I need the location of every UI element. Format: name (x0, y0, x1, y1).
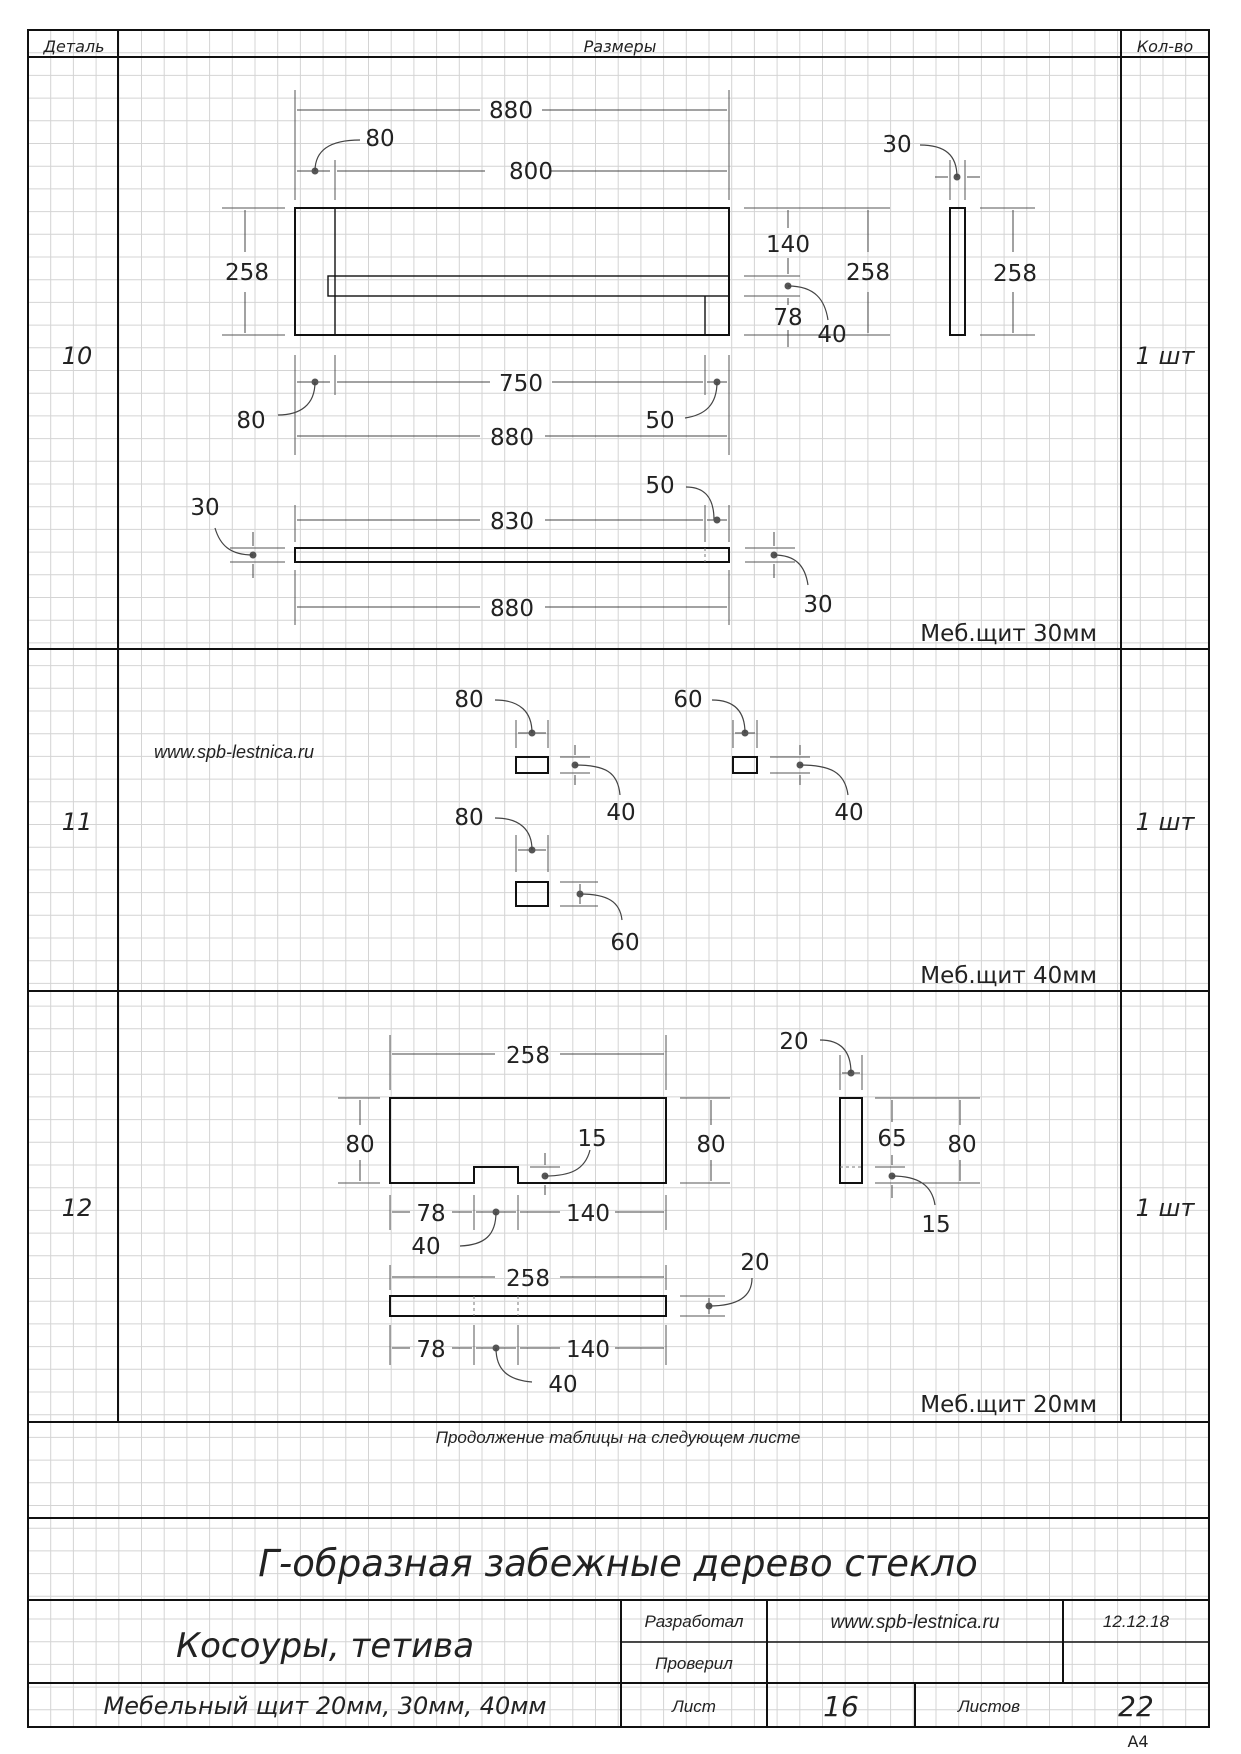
dim-label: 880 (490, 596, 534, 622)
part-11-drawing: 80 40 60 40 80 60 (454, 687, 863, 956)
dim-label: 65 (877, 1126, 906, 1152)
dim-label: 80 (454, 687, 483, 713)
part-10-drawing: 880 80 800 30 258 140 78 (190, 90, 1037, 625)
developer: www.spb-lestnica.ru (831, 1612, 1000, 1633)
subtitle: Косоуры, тетива (176, 1626, 474, 1666)
dim-label: 80 (345, 1132, 374, 1158)
row-12-qty: 1 шт (1136, 1194, 1196, 1222)
sheet-number: 16 (823, 1690, 859, 1723)
continuation-note: Продолжение таблицы на следующем листе (436, 1428, 801, 1447)
row-12-material: Меб.щит 20мм (920, 1392, 1097, 1418)
dim-label: 30 (190, 495, 219, 521)
grid-background (27, 29, 1209, 1727)
date: 12.12.18 (1103, 1612, 1170, 1631)
dim-label: 750 (499, 371, 543, 397)
dim-label: 880 (490, 425, 534, 451)
row-10-material: Меб.щит 30мм (920, 621, 1097, 647)
main-title: Г-образная забежные дерево стекло (258, 1542, 977, 1585)
dim-label: 78 (773, 305, 802, 331)
dim-label: 258 (506, 1266, 550, 1292)
watermark-url: www.spb-lestnica.ru (154, 742, 314, 762)
dim-label: 80 (454, 805, 483, 831)
dim-label: 140 (766, 232, 810, 258)
dim-label: 40 (834, 800, 863, 826)
paper-format: А4 (1127, 1732, 1148, 1751)
dim-label: 20 (779, 1029, 808, 1055)
dim-label: 140 (566, 1201, 610, 1227)
row-11-number: 11 (62, 808, 93, 836)
part-12-drawing: 258 20 80 15 80 65 (338, 1029, 980, 1398)
dim-label: 800 (509, 159, 553, 185)
row-10-qty: 1 шт (1136, 342, 1196, 370)
checked-label: Проверил (655, 1654, 733, 1673)
dim-label: 140 (566, 1337, 610, 1363)
row-11-material: Меб.щит 40мм (920, 963, 1097, 989)
dim-label: 40 (817, 322, 846, 348)
dim-label: 50 (645, 408, 674, 434)
row-12-number: 12 (62, 1194, 93, 1222)
dim-label: 880 (489, 98, 533, 124)
dim-label: 258 (506, 1043, 550, 1069)
material-line: Мебельный щит 20мм, 30мм, 40мм (104, 1692, 547, 1720)
dim-label: 258 (993, 261, 1037, 287)
row-11-qty: 1 шт (1136, 808, 1196, 836)
sheets-label: Листов (957, 1697, 1020, 1716)
dim-label: 80 (236, 408, 265, 434)
row-10-number: 10 (62, 342, 93, 370)
dim-label: 60 (610, 930, 639, 956)
header-quantity: Кол-во (1137, 37, 1194, 56)
dim-label: 30 (803, 592, 832, 618)
dim-label: 40 (548, 1372, 577, 1398)
dim-label: 830 (490, 509, 534, 535)
dim-label: 80 (947, 1132, 976, 1158)
dim-label: 15 (921, 1212, 950, 1238)
dim-label: 40 (606, 800, 635, 826)
header-dimensions: Размеры (584, 37, 657, 56)
dim-label: 60 (673, 687, 702, 713)
sheet-label: Лист (671, 1697, 716, 1716)
dim-label: 20 (740, 1250, 769, 1276)
dim-label: 80 (365, 126, 394, 152)
dim-label: 78 (416, 1337, 445, 1363)
dim-label: 15 (577, 1126, 606, 1152)
dim-label: 258 (225, 260, 269, 286)
table-frame (27, 29, 1210, 1728)
developed-label: Разработал (644, 1612, 743, 1631)
dim-label: 80 (696, 1132, 725, 1158)
header-part: Деталь (42, 37, 104, 56)
dim-label: 50 (645, 473, 674, 499)
dim-label: 78 (416, 1201, 445, 1227)
dim-label: 30 (882, 132, 911, 158)
dim-label: 40 (411, 1234, 440, 1260)
dim-label: 258 (846, 260, 890, 286)
sheets-total: 22 (1118, 1690, 1154, 1723)
